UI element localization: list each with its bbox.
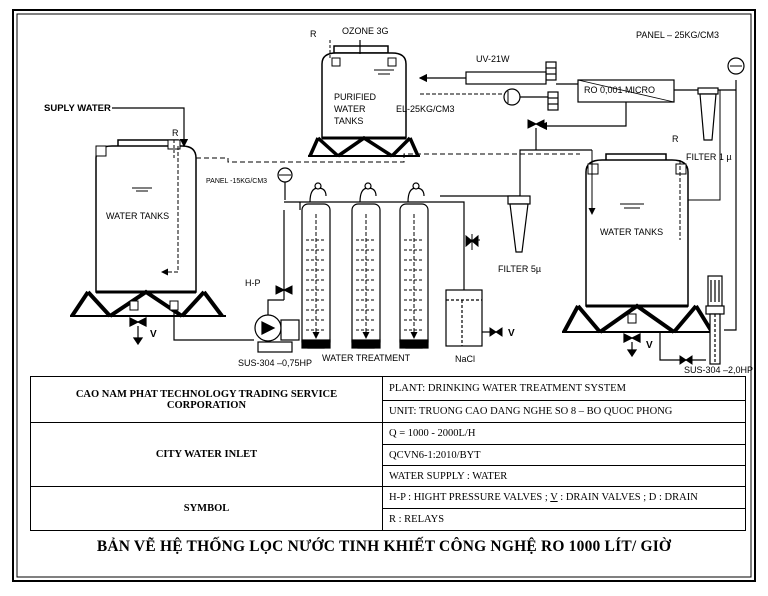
filter-1-label: FILTER 1 µ: [686, 152, 732, 162]
pump-right: [705, 275, 725, 365]
pump-left: [173, 310, 300, 353]
nacl-label: NaCl: [455, 354, 475, 364]
ozone-label: OZONE 3G: [342, 26, 389, 36]
v-right-label: V: [646, 340, 653, 351]
right-water-tank: [562, 153, 714, 334]
legend-rest: : DRAIN VALVES ; D : DRAIN: [557, 492, 698, 503]
panel-left-label: PANEL -15KG/CM3: [206, 178, 267, 185]
left-tank-inlet-line: [161, 146, 179, 276]
water-tanks-right-label: WATER TANKS: [600, 227, 663, 237]
treatment-columns: [284, 182, 440, 349]
uv-label: UV-21W: [476, 54, 510, 64]
nacl-drain-valve: [489, 327, 503, 337]
right-pump-suction: [659, 332, 706, 361]
plant-cell: PLANT: DRINKING WATER TREATMENT SYSTEM: [382, 376, 746, 401]
nacl-feed-line: [440, 201, 465, 290]
filter-5-valve: [465, 234, 480, 248]
purified-water-tank: [308, 45, 420, 158]
treatment-outlet-line: [440, 149, 548, 197]
right-pump-valve: [679, 355, 693, 365]
right-drain-valve: [623, 333, 641, 358]
relay-r2-label: R: [172, 128, 179, 138]
inner-border: [16, 13, 752, 578]
unit-cell: UNIT: TRUONG CAO DANG NGHE SO 8 – BO QUO…: [382, 400, 746, 423]
ro-concentrate-line: [538, 102, 627, 131]
water-treatment-label: WATER TREATMENT: [322, 353, 411, 363]
company-cell: CAO NAM PHAT TECHNOLOGY TRADING SERVICE …: [30, 376, 383, 423]
relay-r3-label: R: [672, 134, 679, 144]
v-left-label: V: [150, 329, 157, 340]
supply-water-line: [112, 107, 189, 148]
city-water-cell: CITY WATER INLET: [30, 422, 383, 487]
legend-cell: H-P : HIGHT PRESSURE VALVES ; V : DRAIN …: [382, 486, 746, 509]
pump-outlet-line: [267, 299, 284, 315]
water-supply-cell: WATER SUPPLY : WATER: [382, 465, 746, 487]
filter-5-label: FILTER 5µ: [498, 264, 541, 274]
symbol-cell: SYMBOL: [30, 486, 383, 531]
pump-left-label: SUS-304 –0,75HP: [238, 358, 312, 368]
concentrate-valve: [527, 119, 545, 129]
right-pump-discharge: [724, 80, 737, 331]
q-cell: Q = 1000 - 2000L/H: [382, 422, 746, 445]
legend-hp: H-P : HIGHT PRESSURE VALVES ;: [389, 492, 551, 503]
outer-border: [12, 9, 756, 582]
v-mid-label: V: [508, 328, 515, 339]
filter-5-housing: [507, 195, 531, 253]
flow-meter: [503, 88, 521, 106]
ro-label: RO 0,001 MICRO: [584, 85, 655, 95]
filter-1-housing: [697, 87, 719, 141]
title-block: CAO NAM PHAT TECHNOLOGY TRADING SERVICE …: [30, 376, 746, 531]
supply-water-label: SUPLY WATER: [44, 103, 111, 114]
purified-label-3: TANKS: [334, 116, 363, 126]
relays-cell: R : RELAYS: [382, 508, 746, 531]
purified-label-2: WATER: [334, 104, 366, 114]
left-water-tank: [70, 139, 226, 318]
legend-v: V: [550, 492, 558, 503]
panel-partial-label: EL-25KG/CM3: [396, 104, 455, 114]
water-tanks-left-label: WATER TANKS: [106, 211, 169, 221]
recirculation-line: [196, 153, 580, 163]
drawing-title: BẢN VẼ HỆ THỐNG LỌC NƯỚC TINH KHIẾT CÔNG…: [96, 538, 672, 555]
qcvn-cell: QCVN6-1:2010/BYT: [382, 444, 746, 466]
pump-right-label: SUS-304 –2,0HP: [684, 365, 753, 375]
purified-label-1: PURIFIED: [334, 92, 377, 102]
uv-unit: [465, 61, 559, 111]
relay-r1-label: R: [310, 29, 317, 39]
hp-label: H-P: [245, 278, 261, 288]
nacl-tank: [445, 289, 483, 347]
panel-top-label: PANEL – 25KG/CM3: [636, 30, 719, 40]
hp-valve: [275, 285, 293, 295]
left-drain-valve: [129, 317, 147, 346]
